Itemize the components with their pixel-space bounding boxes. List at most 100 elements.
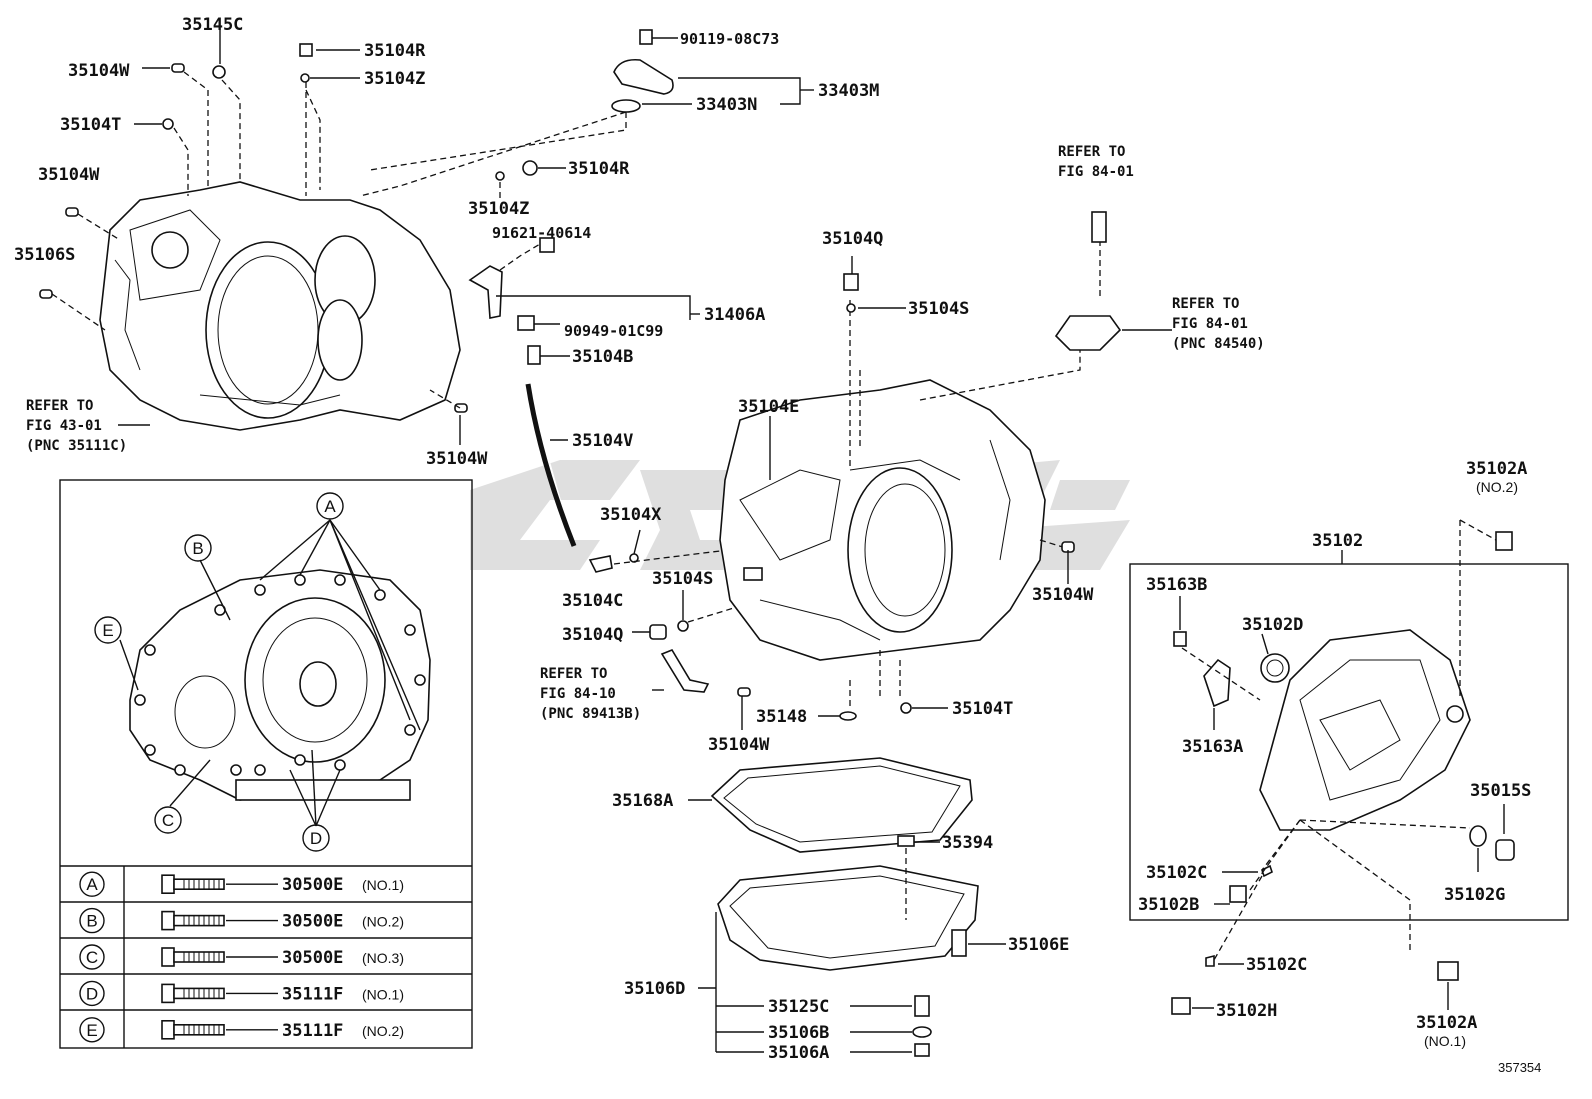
label-35163B: 35163B [1146, 575, 1207, 595]
inset-housing-view [129, 569, 431, 801]
speed-sensor-part [660, 649, 710, 693]
inset-callout-A: A [316, 492, 344, 520]
label-35015S: 35015S [1470, 781, 1531, 801]
refer-note-43-line2: FIG 43-01 [26, 418, 102, 434]
label-35145C: 35145C [182, 15, 243, 35]
bolt-row-part-number: 35111F [282, 984, 343, 1004]
label-35104C: 35104C [562, 591, 623, 611]
label-35104R-a: 35104R [364, 41, 426, 61]
label-35104Z-b: 35104Z [468, 199, 529, 219]
bolt-row-key: C [86, 948, 98, 967]
svg-text:C: C [162, 811, 174, 830]
label-35104W-a: 35104W [68, 61, 130, 81]
small-parts-top-center [468, 29, 689, 640]
label-35104T-b: 35104T [952, 699, 1013, 719]
refer-note-43-line1: REFER TO [26, 398, 93, 414]
label-35125C: 35125C [768, 997, 829, 1017]
label-35104S-a: 35104S [908, 299, 969, 319]
refer-note-84-01b-line3: (PNC 84540) [1172, 336, 1265, 352]
label-35104W-d: 35104W [708, 735, 770, 755]
small-parts-top-left [39, 43, 468, 413]
label-35104W-c: 35104W [426, 449, 488, 469]
label-35104E: 35104E [738, 397, 799, 417]
label-35106D: 35106D [624, 979, 685, 999]
bolt-row-e: E 35111F (NO.2) [79, 1017, 404, 1043]
bolt-icon [161, 910, 175, 931]
label-35102A-bottom-spec: (NO.1) [1424, 1033, 1466, 1049]
bolt-row-key: E [86, 1021, 97, 1040]
label-35168A: 35168A [612, 791, 673, 811]
label-35106A: 35106A [768, 1043, 829, 1063]
label-35104S-b: 35104S [652, 569, 713, 589]
label-35102G: 35102G [1444, 885, 1505, 905]
refer-note-84-01a-line2: FIG 84-01 [1058, 164, 1134, 180]
label-90949-01C99: 90949-01C99 [564, 322, 663, 340]
bolt-row-key: A [86, 875, 98, 894]
extension-cover-part [1171, 531, 1515, 1015]
label-91621-40614: 91621-40614 [492, 224, 591, 242]
svg-text:A: A [324, 497, 336, 516]
label-35102A-top-spec: (NO.2) [1476, 479, 1518, 495]
center-small-parts [737, 211, 1122, 721]
label-35106E: 35106E [1008, 935, 1069, 955]
label-35104Q-b: 35104Q [562, 625, 623, 645]
label-35102A-top: 35102A [1466, 459, 1527, 479]
label-35104W-b: 35104W [38, 165, 100, 185]
inset-callout-B: B [184, 534, 212, 562]
inset-callout-E: E [94, 616, 122, 644]
bolt-icon [161, 947, 175, 967]
bolt-row-part-number: 30500E [282, 912, 343, 932]
bolt-icon [161, 983, 175, 1004]
bolt-icon [161, 874, 175, 895]
oil-pan-group [710, 757, 979, 1057]
inset-callout-C: C [154, 806, 182, 834]
bolt-row-spec: (NO.1) [362, 877, 404, 893]
figure-number: 357354 [1498, 1060, 1541, 1075]
bolt-row-spec: (NO.2) [362, 1023, 404, 1039]
transaxle-housing-left [99, 181, 461, 431]
bolt-row-part-number: 35111F [282, 1021, 343, 1041]
label-35163A: 35163A [1182, 737, 1243, 757]
bolt-spec-table [60, 865, 472, 1048]
label-35106B: 35106B [768, 1023, 829, 1043]
bolt-row-spec: (NO.1) [362, 986, 404, 1002]
refer-note-84-01b-line1: REFER TO [1172, 296, 1239, 312]
label-33403M: 33403M [818, 81, 879, 101]
label-90119-08C73: 90119-08C73 [680, 30, 779, 48]
refer-note-84-10-line3: (PNC 89413B) [540, 706, 641, 722]
inset-bolt-holes [134, 574, 426, 776]
label-35104B: 35104B [572, 347, 633, 367]
label-35106S: 35106S [14, 245, 75, 265]
bolt-icon [161, 1019, 175, 1040]
cover-assembly-box [1129, 563, 1569, 921]
label-35148: 35148 [756, 707, 807, 727]
bolt-inset-box [59, 479, 473, 1049]
bolt-row-c: C 30500E (NO.3) [79, 944, 404, 970]
bolt-row-part-number: 30500E [282, 948, 343, 968]
label-35102: 35102 [1312, 531, 1363, 551]
refer-note-84-10-line1: REFER TO [540, 666, 607, 682]
label-35104V: 35104V [572, 431, 633, 451]
svg-text:E: E [102, 621, 113, 640]
transaxle-case-center [719, 379, 1046, 661]
refer-note-43-line3: (PNC 35111C) [26, 438, 127, 454]
label-35102D: 35102D [1242, 615, 1303, 635]
bolt-row-spec: (NO.3) [362, 950, 404, 966]
label-35104T-a: 35104T [60, 115, 121, 135]
bolt-row-a: A 30500E (NO.1) [79, 871, 404, 897]
label-31406A: 31406A [704, 305, 765, 325]
label-35104Z-a: 35104Z [364, 69, 425, 89]
label-35104Q-a: 35104Q [822, 229, 883, 249]
label-33403N: 33403N [696, 95, 757, 115]
svg-text:D: D [310, 829, 322, 848]
refer-note-84-10-line2: FIG 84-10 [540, 686, 616, 702]
label-35102H: 35102H [1216, 1001, 1277, 1021]
label-35102B: 35102B [1138, 895, 1199, 915]
inset-callout-D: D [302, 824, 330, 852]
bolt-row-part-number: 30500E [282, 875, 343, 895]
bolt-row-spec: (NO.2) [362, 914, 404, 930]
refer-note-84-01b-line2: FIG 84-01 [1172, 316, 1248, 332]
